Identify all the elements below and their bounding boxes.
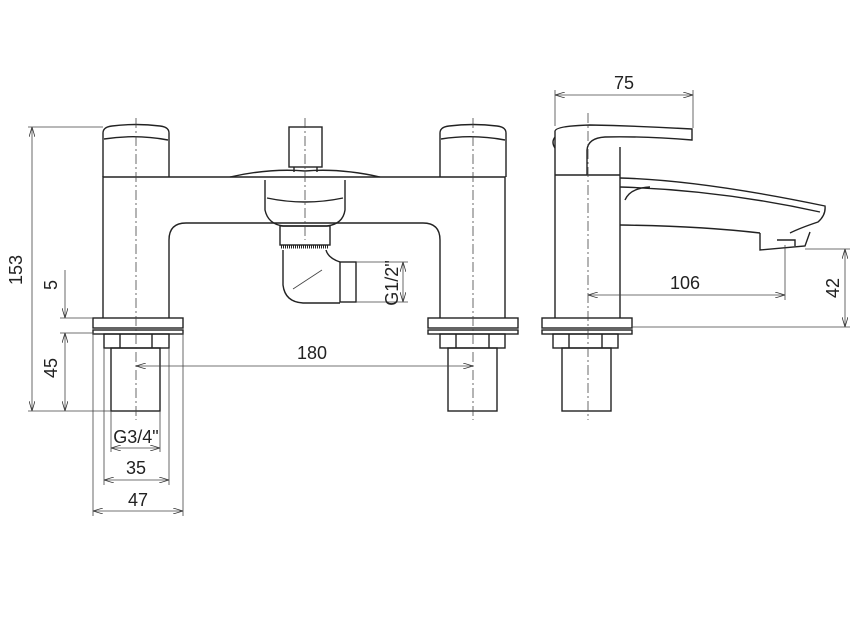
dim-handle-depth: 75 xyxy=(614,73,634,93)
side-view xyxy=(541,113,826,420)
dim-nut-width: 35 xyxy=(126,458,146,478)
side-deck-plate xyxy=(541,317,633,329)
side-handle-button xyxy=(552,136,556,149)
dim-shank-length: 45 xyxy=(41,358,61,378)
left-deck-plate xyxy=(92,317,184,329)
front-view xyxy=(92,118,519,420)
dim-spout-projection: 106 xyxy=(670,273,700,293)
mixer-body xyxy=(102,176,506,318)
side-shank xyxy=(561,347,612,412)
dim-inlet-thread: G3/4" xyxy=(113,427,158,447)
dim-overall-height: 153 xyxy=(6,255,26,285)
left-shank xyxy=(110,347,161,412)
diverter-bowl-line xyxy=(266,197,344,203)
dim-plate-thickness: 5 xyxy=(41,280,61,290)
aerator xyxy=(759,231,811,251)
right-shank xyxy=(447,347,498,412)
diverter-stem xyxy=(293,167,318,172)
right-nut xyxy=(439,333,506,349)
side-nut-flats xyxy=(568,334,603,348)
elbow-hatch xyxy=(292,269,323,290)
diverter-knob xyxy=(288,126,323,168)
dim-plate-width: 47 xyxy=(128,490,148,510)
side-handle xyxy=(554,124,693,175)
dim-centres: 180 xyxy=(297,343,327,363)
front-dimensions: 153 5 45 180 G1/2" G3/4" 35 47 xyxy=(6,126,473,516)
side-dimensions: 75 106 42 xyxy=(554,73,850,328)
left-nut-flats xyxy=(119,334,153,348)
shower-outlet xyxy=(339,261,357,303)
right-nut-flats xyxy=(455,334,490,348)
side-nut xyxy=(552,333,619,349)
side-body xyxy=(554,174,621,318)
left-nut xyxy=(103,333,170,349)
hose-elbow xyxy=(282,249,341,304)
dim-outlet-thread: G1/2" xyxy=(382,260,402,305)
spout xyxy=(619,177,826,234)
dim-spout-height: 42 xyxy=(823,278,843,298)
